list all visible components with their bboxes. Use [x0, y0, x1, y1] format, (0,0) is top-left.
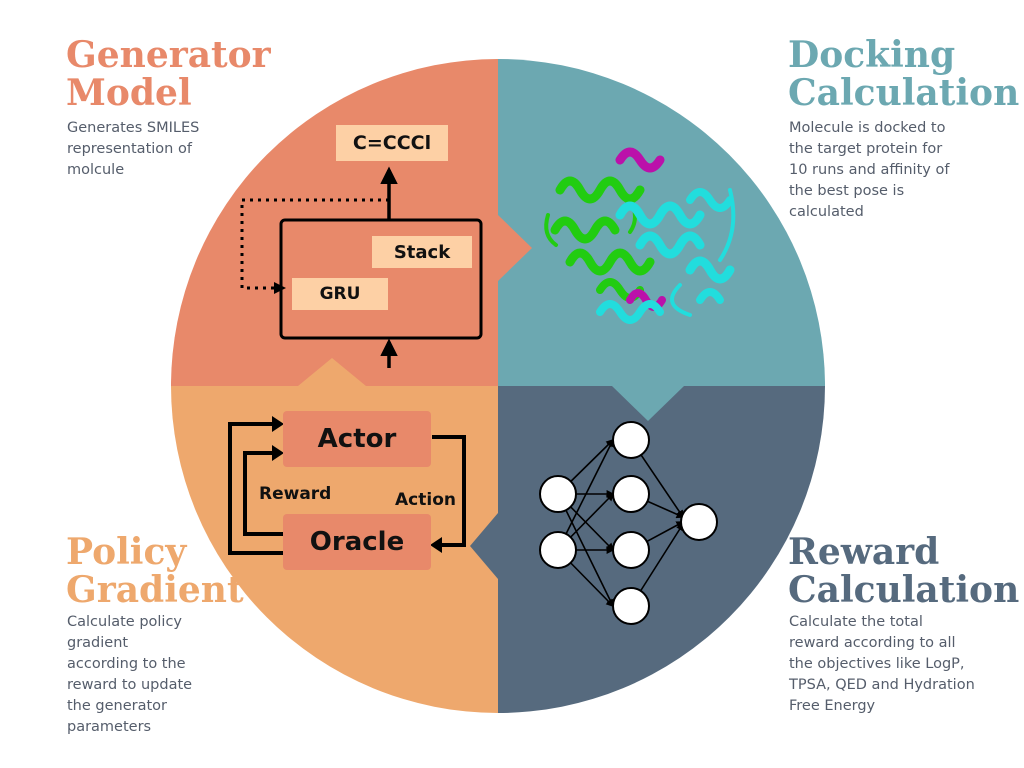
- smiles-output-box: C=CCCl: [336, 125, 448, 161]
- protein-ribbon-icon: [544, 147, 736, 324]
- hidden-node: [612, 475, 650, 513]
- policy-notch: [298, 358, 366, 386]
- policy-description: Calculate policy gradient according to t…: [67, 614, 193, 735]
- hidden-node: [612, 421, 650, 459]
- policy-loop-arrows: [228, 416, 466, 555]
- reward-arrow: [243, 451, 283, 536]
- hidden-node: [612, 531, 650, 569]
- recurrent-dotted-line: [240, 198, 389, 290]
- neural-network-icon: [539, 421, 718, 625]
- generator-model-box: [279, 218, 483, 340]
- action-label: Action: [395, 490, 456, 510]
- docking-notch: [612, 386, 684, 421]
- actor-box: Actor: [283, 411, 431, 467]
- input-node: [539, 531, 577, 569]
- docking-title: Docking Calculation: [788, 34, 1020, 114]
- stack-box: Stack: [372, 236, 472, 268]
- reward-description: Calculate the total reward according to …: [789, 614, 975, 714]
- generator-description: Generates SMILES representation of molcu…: [67, 120, 200, 178]
- policy-title: Policy Gradient: [66, 531, 244, 611]
- generator-notch: [498, 215, 532, 281]
- recurrent-arrowhead: [274, 282, 286, 294]
- feedback-arrow: [228, 422, 283, 555]
- output-node: [680, 503, 718, 541]
- generator-title: Generator Model: [66, 34, 271, 114]
- generator-diagram: [240, 166, 483, 368]
- docking-description: Molecule is docked to the target protein…: [789, 120, 950, 220]
- gru-box: GRU: [292, 278, 388, 310]
- reward-label: Reward: [259, 484, 332, 504]
- reward-title: Reward Calculation: [788, 531, 1020, 611]
- reward-notch: [470, 513, 498, 579]
- oracle-box: Oracle: [283, 514, 431, 570]
- action-arrow: [432, 435, 466, 547]
- input-node: [539, 475, 577, 513]
- hidden-node: [612, 587, 650, 625]
